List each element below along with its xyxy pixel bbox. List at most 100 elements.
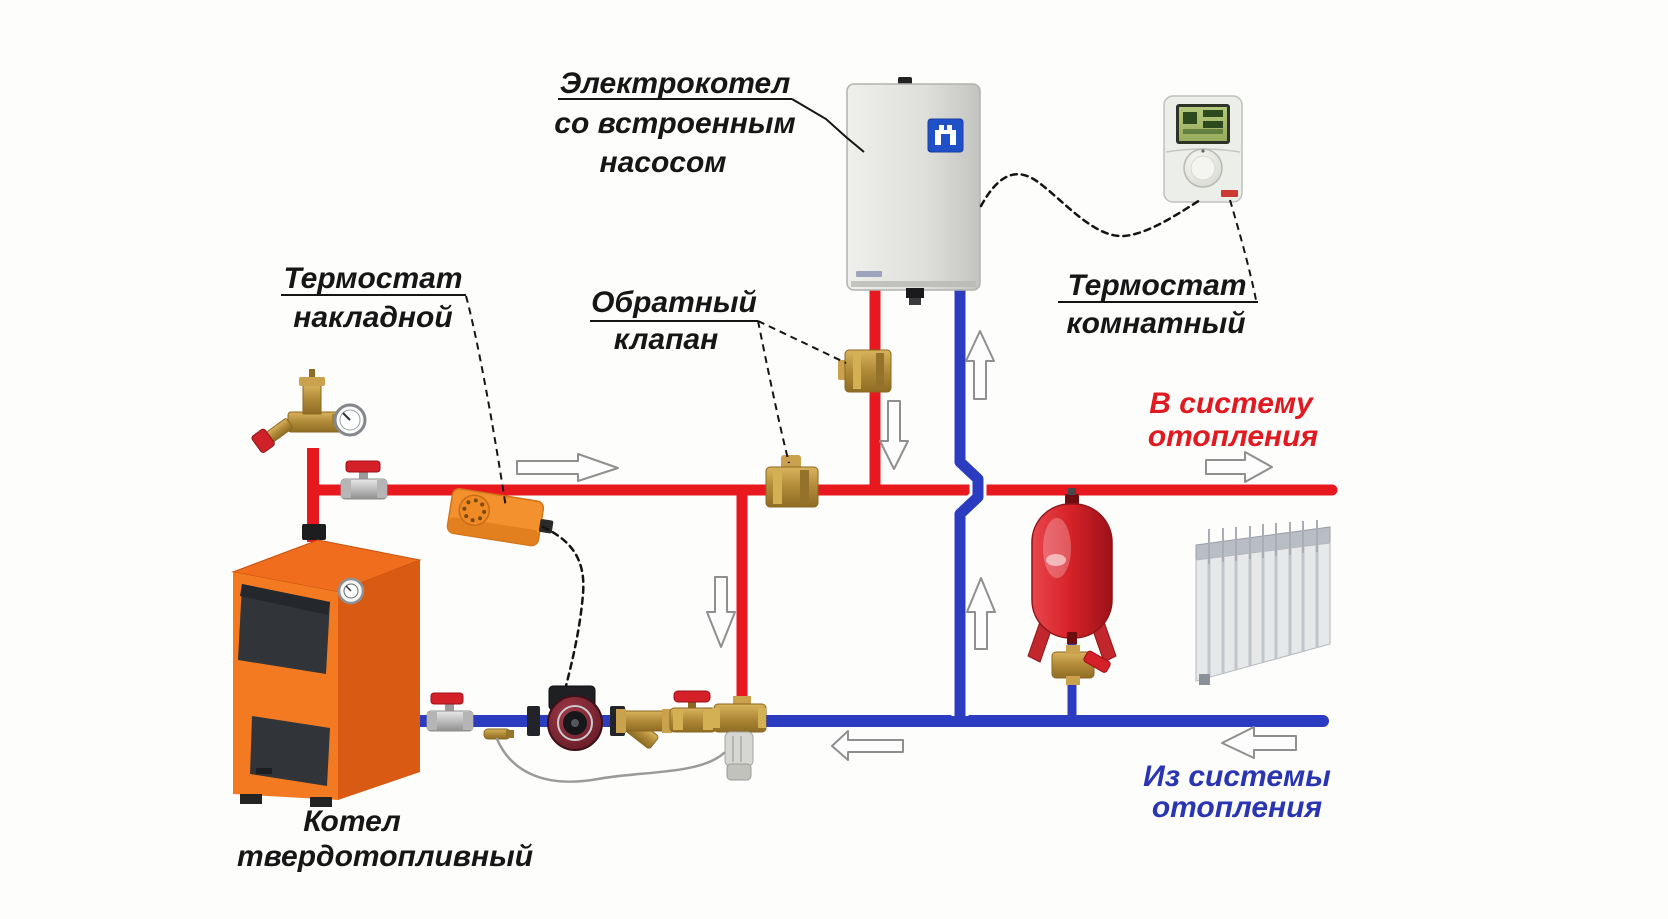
flow-arrow-up — [965, 330, 995, 400]
strainer-nut — [662, 709, 672, 733]
tank-bottom-stub — [1067, 632, 1077, 644]
valve-facet — [703, 710, 713, 730]
flow-arrow-up — [966, 577, 996, 650]
tank-valve-handle — [1083, 650, 1111, 673]
solid-fuel-boiler-label-line1: Котел — [303, 805, 401, 838]
room-thermostat — [1163, 95, 1243, 203]
solid-fuel-boiler — [231, 524, 422, 807]
cable-gland — [538, 519, 554, 534]
check-valve-label-line2: клапан — [614, 323, 718, 356]
check-valve-riser — [838, 349, 892, 393]
surface-thermostat-label-line1: Термостат — [283, 262, 462, 295]
leader-line — [757, 320, 847, 364]
valve-red-handle — [430, 692, 464, 705]
safety-relief-stem — [309, 369, 315, 377]
pump-control-wire — [541, 525, 585, 688]
valve-nut — [341, 480, 351, 498]
check-valve-facet — [876, 353, 884, 389]
tank-valve-nut — [1066, 676, 1080, 685]
supply-shutoff-valve — [340, 460, 388, 500]
boiler-foot — [240, 794, 262, 804]
pressure-gauge-needle — [342, 412, 351, 421]
check-valve-main — [765, 455, 819, 508]
radiator-sections — [1207, 545, 1319, 677]
electric-boiler-label-line1: Электрокотел — [560, 67, 791, 100]
boiler-side-face — [338, 560, 420, 800]
radiator-fins — [1208, 520, 1318, 564]
flow-arrow-right — [1205, 451, 1273, 483]
lcd-digits — [1183, 112, 1197, 124]
return-shutoff-valve — [426, 692, 474, 732]
supply-label-line2: отопления — [1148, 420, 1319, 453]
electric-boiler-bottom-edge — [851, 281, 976, 287]
leader-line — [791, 98, 865, 153]
valve-stem — [359, 470, 368, 480]
tank-valve-nut — [1066, 645, 1080, 654]
valve-nut — [427, 712, 437, 730]
check-valve-facet — [853, 353, 861, 389]
air-vent-valve — [251, 418, 293, 453]
supply-label-line1: В систему — [1149, 387, 1314, 420]
return-label-line2: отопления — [1152, 791, 1323, 824]
flow-arrow-down — [879, 400, 909, 470]
leader-line — [1229, 199, 1257, 301]
drain-fitting — [906, 288, 924, 298]
thermostatic-head — [724, 731, 754, 767]
brand-logo-glyph — [939, 125, 944, 130]
safety-relief-valve — [302, 383, 322, 415]
strainer-nut — [616, 709, 626, 733]
tank-top-nipple — [1065, 494, 1079, 506]
leader-line — [465, 295, 507, 509]
surface-thermostat-label-line2: накладной — [293, 301, 452, 334]
valve-red-handle — [345, 460, 381, 473]
valve-facet — [673, 710, 683, 730]
return-label-line1: Из системы — [1143, 760, 1331, 793]
room-thermostat-label-line2: комнатный — [1066, 307, 1245, 340]
y-strainer — [616, 709, 673, 749]
valve-nut — [377, 480, 387, 498]
dial-dots — [462, 498, 487, 523]
thermostat-dial-center — [1190, 155, 1216, 181]
tank-body — [1031, 503, 1113, 639]
check-valve-body — [844, 349, 892, 393]
electric-boiler-return-pipe — [954, 290, 984, 716]
lcd-scale — [1183, 129, 1223, 134]
tank-label — [1046, 554, 1066, 566]
boiler-pipe-collar — [302, 524, 326, 540]
boiler-upper-door-top — [240, 584, 330, 615]
tank-valve-red-lever — [1083, 650, 1111, 673]
lcd-digits — [1203, 110, 1223, 117]
lcd-digits — [1203, 121, 1223, 128]
boiler-safety-group — [251, 369, 367, 453]
safety-relief-cap — [299, 377, 325, 386]
valve-red-handle — [673, 690, 711, 703]
drain-fitting-nut — [909, 298, 921, 305]
pump-union — [527, 706, 540, 736]
flow-arrow-down — [706, 576, 736, 648]
immersion-sensor — [483, 728, 514, 740]
tank-valve — [1051, 645, 1111, 685]
check-valve-label-line1: Обратный — [591, 286, 757, 319]
radiator-foot — [1199, 674, 1210, 685]
boiler-thermometer-needle — [345, 585, 352, 592]
flow-arrow-right — [516, 453, 619, 482]
pump-screw — [571, 719, 579, 727]
flow-arrow-left — [1221, 726, 1297, 759]
solid-fuel-boiler-label-line2: твердотопливный — [237, 840, 533, 873]
room-thermostat-label-line1: Термостат — [1067, 269, 1246, 302]
radiator — [1195, 520, 1331, 685]
dial-mark — [1201, 149, 1205, 153]
ball-valve-return — [669, 690, 717, 733]
mixing-tee-thermo-head — [712, 696, 767, 781]
expansion-tank — [1027, 488, 1117, 663]
tee-top-collar — [733, 696, 751, 706]
electric-boiler-panel — [846, 83, 981, 291]
thermostat-brand-strip — [1221, 190, 1238, 197]
capillary-tube — [495, 737, 726, 783]
electric-boiler — [846, 77, 981, 305]
surface-thermostat — [446, 488, 554, 547]
electric-boiler-label-line2: со встроенным — [554, 107, 795, 140]
valve-nut — [463, 712, 473, 730]
